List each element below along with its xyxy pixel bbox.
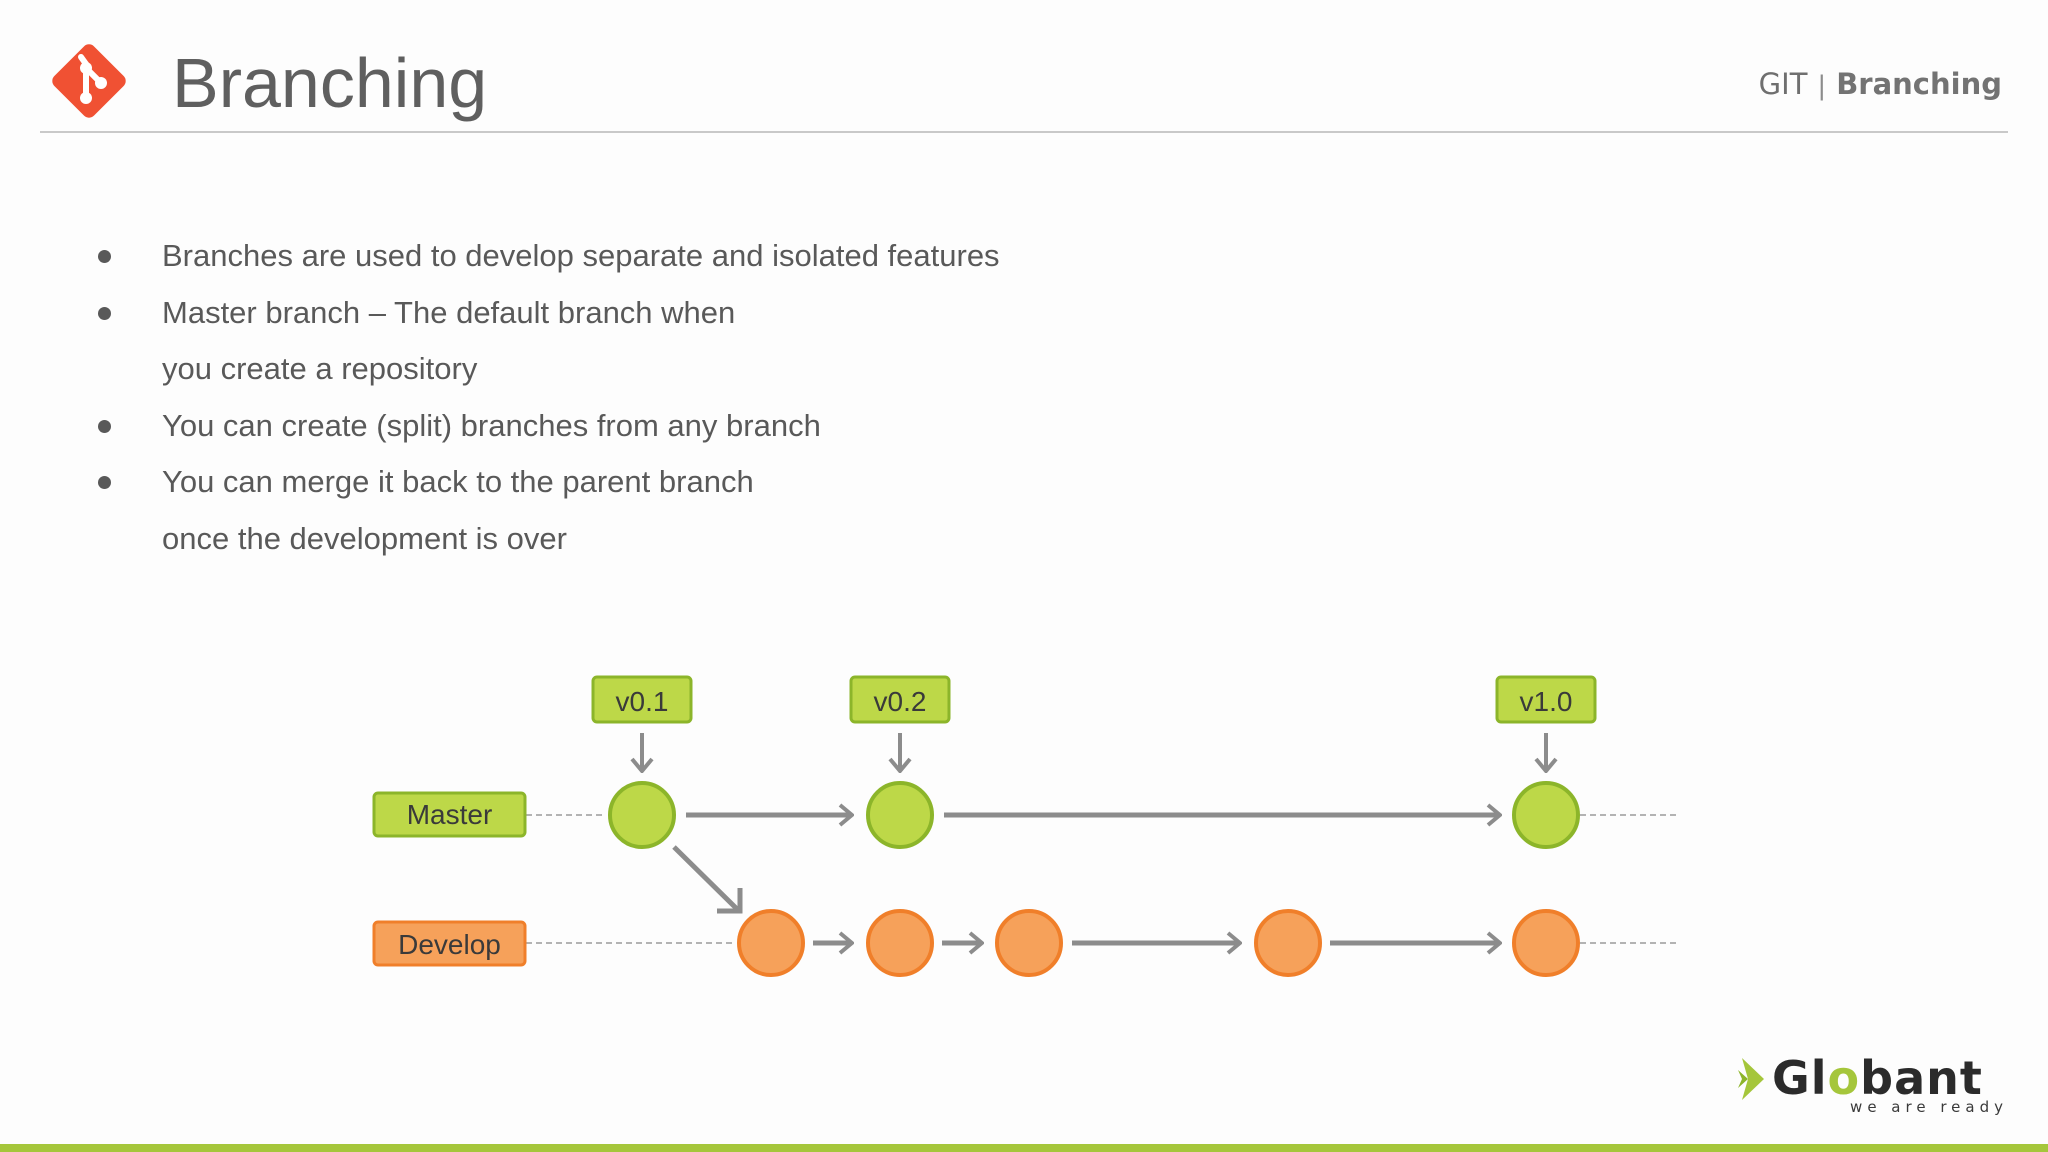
bullet-item: You can create (split) branches from any…	[96, 398, 1076, 455]
breadcrumb-current: Branching	[1836, 67, 2002, 101]
page-title: Branching	[172, 44, 488, 122]
tag-text: v0.1	[616, 686, 669, 717]
master-commit-node	[608, 781, 676, 849]
develop-commit-node	[995, 909, 1063, 977]
git-logo-icon	[52, 44, 126, 118]
master-label-text: Master	[407, 799, 493, 830]
bullet-item: You can merge it back to the parent bran…	[96, 454, 782, 567]
breadcrumb-separator: |	[1817, 71, 1827, 101]
tag-v0-2: v0.2	[849, 675, 951, 724]
globant-chevron-icon	[1738, 1058, 1764, 1100]
master-branch-label: Master	[372, 791, 527, 838]
tag-v1-0: v1.0	[1495, 675, 1597, 724]
breadcrumb-section: GIT	[1758, 67, 1808, 101]
branch-off-arrow	[672, 845, 740, 912]
tag-v0-1: v0.1	[591, 675, 693, 724]
bullet-list: Branches are used to develop separate an…	[96, 228, 1076, 567]
bullet-item: Branches are used to develop separate an…	[96, 228, 1076, 285]
globant-wordmark-text: Globant	[1772, 1051, 1983, 1105]
master-commit-node	[1512, 781, 1580, 849]
breadcrumb: GIT | Branching	[1759, 64, 2002, 106]
develop-commit-node	[1254, 909, 1322, 977]
develop-commit-node	[1512, 909, 1580, 977]
develop-commit-node	[866, 909, 934, 977]
bullet-item: Master branch – The default branch when …	[96, 285, 782, 398]
tag-text: v0.2	[874, 686, 927, 717]
tag-text: v1.0	[1520, 686, 1573, 717]
bottom-accent-bar	[0, 1144, 2048, 1152]
globant-logo: Globant we are ready	[1738, 1051, 2012, 1118]
master-commit-node	[866, 781, 934, 849]
develop-commit-node	[737, 909, 805, 977]
develop-branch-label: Develop	[372, 920, 527, 967]
branch-off-arrow-head	[717, 888, 743, 914]
globant-tagline: we are ready	[1850, 1098, 2008, 1116]
header-divider	[40, 131, 2008, 133]
globant-wordmark: Globant	[1772, 1048, 1983, 1108]
develop-label-text: Develop	[398, 929, 501, 960]
